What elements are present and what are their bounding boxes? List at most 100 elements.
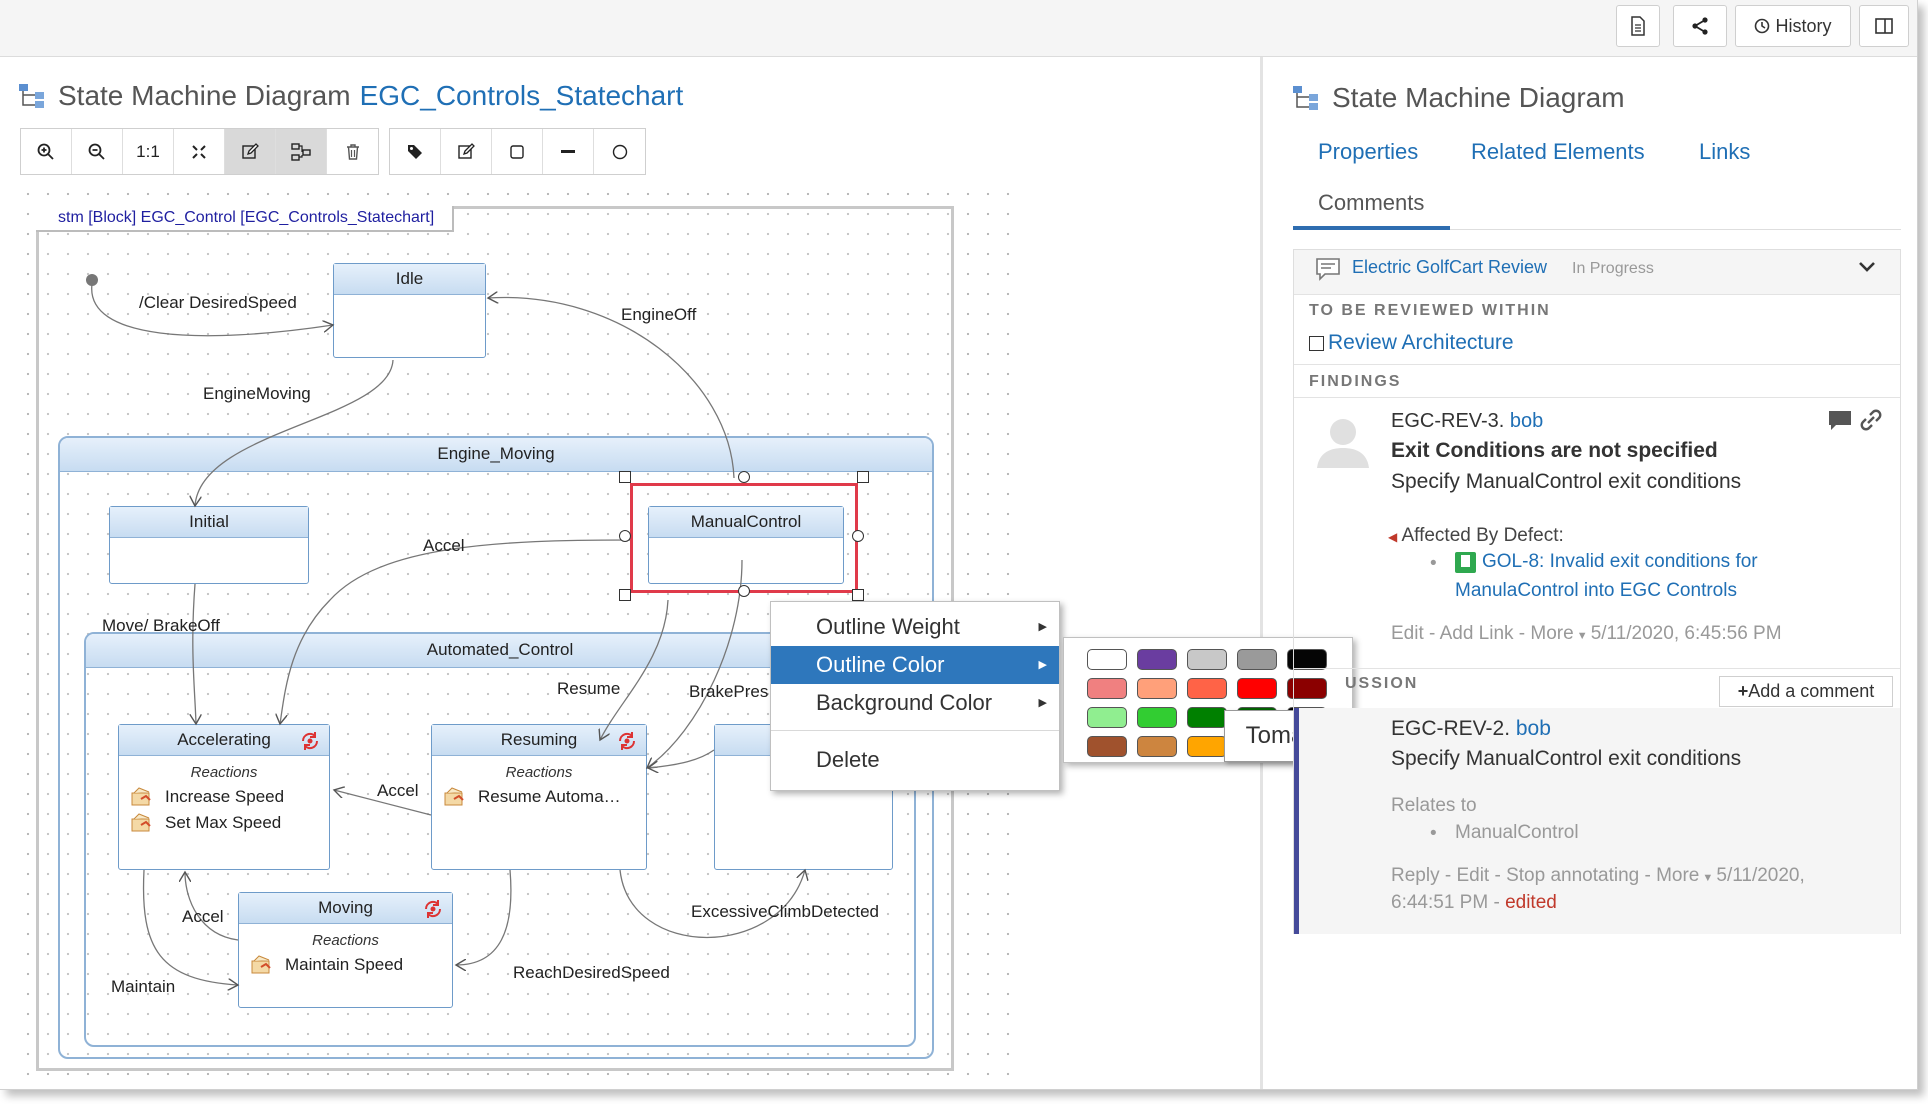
resize-handle[interactable] — [857, 471, 869, 483]
resize-handle[interactable] — [619, 471, 631, 483]
tab-comments[interactable]: Comments — [1318, 190, 1424, 216]
finding-action-links[interactable]: Edit - Add Link - More — [1391, 623, 1574, 644]
resize-handle[interactable] — [738, 471, 750, 483]
menu-item-outline-weight[interactable]: Outline Weight▶ — [771, 608, 1059, 646]
zoom-in-icon[interactable] — [21, 129, 72, 174]
zoom-out-icon[interactable] — [72, 129, 123, 174]
edit-mode-icon[interactable] — [225, 129, 276, 174]
discussion-thread — [1294, 708, 1900, 934]
reactions-label: Reactions — [432, 764, 646, 781]
selection-outline — [630, 483, 858, 593]
resize-handle[interactable] — [738, 585, 750, 597]
section-divider — [1294, 364, 1900, 365]
zoom-actual-size-button[interactable]: 1:1 — [123, 129, 174, 174]
submenu-arrow-icon: ▶ — [1039, 646, 1047, 684]
ellipse-icon[interactable] — [594, 129, 645, 174]
diagram-type-icon — [18, 83, 46, 109]
caret-left-icon: ◀ — [1388, 530, 1397, 544]
review-item[interactable]: Review Architecture — [1309, 331, 1514, 355]
color-swatch[interactable] — [1187, 649, 1227, 670]
color-swatch[interactable] — [1187, 678, 1227, 699]
color-swatch[interactable] — [1187, 736, 1227, 757]
defect-link-cont[interactable]: ManulaControl into EGC Controls — [1455, 580, 1737, 602]
panel-toggle-icon[interactable] — [1859, 5, 1909, 47]
color-swatch[interactable] — [1087, 736, 1127, 757]
comment-icon[interactable] — [1828, 410, 1852, 432]
transition-label: Resume — [557, 679, 620, 699]
color-swatch[interactable] — [1087, 649, 1127, 670]
transition-label: Accel — [377, 781, 419, 801]
menu-item-outline-color[interactable]: Outline Color▶ — [771, 646, 1059, 684]
transition-label: Move/ BrakeOff — [102, 616, 220, 636]
history-button[interactable]: History — [1735, 5, 1851, 47]
state-resuming[interactable]: Resuming Reactions Resume Automa… — [431, 724, 647, 870]
color-swatch[interactable] — [1137, 649, 1177, 670]
color-swatch[interactable] — [1237, 649, 1277, 670]
state-name: Idle — [334, 264, 485, 295]
document-icon[interactable] — [1616, 5, 1660, 47]
history-label: History — [1775, 16, 1831, 37]
state-accelerating[interactable]: Accelerating Reactions Increase Speed Se… — [118, 724, 330, 870]
reaction-item: Set Max Speed — [131, 813, 329, 833]
diagram-type-icon — [1292, 85, 1320, 111]
add-comment-button[interactable]: +Add a comment — [1719, 676, 1893, 707]
state-initial[interactable]: Initial — [109, 506, 309, 584]
state-idle[interactable]: Idle — [333, 263, 486, 358]
tab-links[interactable]: Links — [1699, 139, 1750, 165]
tab-related-elements[interactable]: Related Elements — [1471, 139, 1645, 165]
rectangle-icon[interactable] — [492, 129, 543, 174]
clock-icon — [1754, 18, 1770, 34]
resize-handle[interactable] — [619, 589, 631, 601]
author-link[interactable]: bob — [1510, 410, 1543, 432]
comment-action-links[interactable]: Reply - Edit - Stop annotating - More — [1391, 865, 1699, 886]
checkbox-icon[interactable] — [1309, 336, 1324, 351]
color-swatch[interactable] — [1087, 678, 1127, 699]
color-swatch[interactable] — [1237, 678, 1277, 699]
resize-handle[interactable] — [619, 530, 631, 542]
comment-timestamp: 6:44:51 PM - edited — [1391, 892, 1557, 914]
review-comment-icon — [1315, 257, 1341, 281]
top-toolbar: History — [0, 0, 1918, 57]
author-link[interactable]: bob — [1516, 717, 1551, 740]
annotate-icon[interactable] — [441, 129, 492, 174]
chevron-down-icon[interactable] — [1858, 260, 1876, 274]
state-name: Accelerating — [119, 725, 329, 756]
line-icon[interactable] — [543, 129, 594, 174]
to-be-reviewed-heading: TO BE REVIEWED WITHIN — [1309, 302, 1551, 320]
layout-icon[interactable] — [276, 129, 327, 174]
color-swatch[interactable] — [1137, 678, 1177, 699]
finding-header: EGC-REV-3. bob — [1391, 410, 1543, 433]
diagram-title-prefix: State Machine Diagram — [58, 80, 351, 112]
share-icon[interactable] — [1673, 5, 1727, 47]
panel-divider[interactable] — [1260, 57, 1263, 1090]
delete-icon[interactable] — [327, 129, 378, 174]
link-icon[interactable] — [1858, 407, 1884, 433]
finding-title: Exit Conditions are not specified — [1391, 439, 1718, 463]
action-icon — [131, 787, 153, 807]
relates-item[interactable]: ManualControl — [1455, 822, 1579, 844]
resize-handle[interactable] — [852, 589, 864, 601]
avatar — [1314, 412, 1372, 470]
transition-label: /Clear DesiredSpeed — [139, 293, 297, 313]
review-name-link[interactable]: Electric GolfCart Review — [1352, 257, 1547, 278]
color-swatch[interactable] — [1137, 736, 1177, 757]
action-icon — [251, 955, 273, 975]
color-swatch[interactable] — [1137, 707, 1177, 728]
tag-icon[interactable] — [390, 129, 441, 174]
fit-to-screen-icon[interactable] — [174, 129, 225, 174]
reactions-label: Reactions — [239, 932, 452, 949]
menu-item-delete[interactable]: Delete — [771, 741, 1059, 779]
plus-icon: + — [1738, 681, 1749, 701]
tab-properties[interactable]: Properties — [1318, 139, 1418, 165]
defect-link[interactable]: GOL-8: Invalid exit conditions for — [1455, 551, 1758, 573]
state-moving[interactable]: Moving Reactions Maintain Speed — [238, 892, 453, 1008]
review-status: In Progress — [1572, 260, 1654, 278]
resize-handle[interactable] — [852, 530, 864, 542]
frame-label: stm [Block] EGC_Control [EGC_Controls_St… — [36, 206, 454, 232]
color-swatch[interactable] — [1187, 707, 1227, 728]
edited-label: edited — [1505, 892, 1557, 913]
color-swatch[interactable] — [1087, 707, 1127, 728]
diagram-title-link[interactable]: EGC_Controls_Statechart — [360, 80, 684, 112]
menu-item-background-color[interactable]: Background Color▶ — [771, 684, 1059, 722]
